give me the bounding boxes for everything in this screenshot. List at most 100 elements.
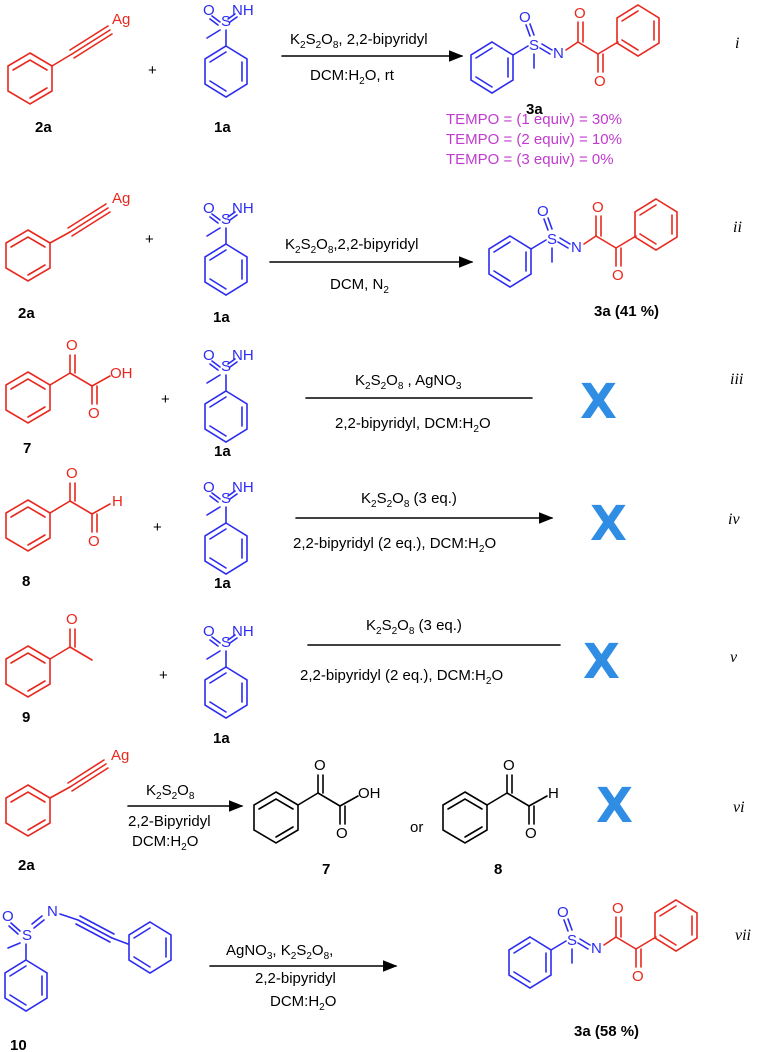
row-label-ii: ii xyxy=(733,219,742,236)
row-label-i: i xyxy=(735,35,739,52)
oxygen-label: O xyxy=(66,337,78,354)
condition-line-1-vii: AgNO3, K2S2O8, xyxy=(226,942,333,962)
oxygen-label: O xyxy=(314,757,326,774)
sulfur-label: S xyxy=(221,490,231,507)
silver-atom-label: Ag xyxy=(112,11,130,28)
imine-nh-label: NH xyxy=(232,347,254,364)
condition-top-iv: K2S2O8 (3 eq.) xyxy=(361,490,457,510)
nitrogen-label: N xyxy=(553,45,564,62)
compound-label-7: 7 xyxy=(23,440,31,457)
compound-label-8: 8 xyxy=(22,573,30,590)
oxygen-label: O xyxy=(525,825,537,842)
plus-sign: + xyxy=(145,231,154,248)
oxygen-label: O xyxy=(336,825,348,842)
row-i: Ag + O S NH K2S2O8, 2,2-bipyridyl DCM:H2… xyxy=(7,2,739,168)
silver-atom-label: Ag xyxy=(111,747,129,764)
hydroxyl-label: OH xyxy=(358,785,381,802)
sulfur-label: S xyxy=(529,37,539,54)
oxygen-label: O xyxy=(203,479,215,496)
compound-label-10: 10 xyxy=(10,1037,27,1052)
compound-label-2a: 2a xyxy=(35,119,52,136)
row-vi: Ag K2S2O8 2,2-Bipyridyl DCM:H2O O O OH o… xyxy=(5,747,745,878)
oxygen-label: O xyxy=(203,2,215,19)
condition-top-i: K2S2O8, 2,2-bipyridyl xyxy=(290,31,428,51)
condition-line-1-vi: K2S2O8 xyxy=(146,782,195,802)
hydroxyl-label: OH xyxy=(110,365,133,382)
oxygen-label: O xyxy=(2,908,14,925)
compound-label-1a: 1a xyxy=(214,575,231,592)
silver-phenylacetylide-2a: Ag xyxy=(5,190,130,282)
oxygen-label: O xyxy=(612,900,624,917)
plus-sign: + xyxy=(148,62,157,79)
silver-phenylacetylide-2a: Ag xyxy=(5,747,129,837)
condition-line-2-vi: 2,2-Bipyridyl xyxy=(128,813,211,830)
condition-line-3-vi: DCM:H2O xyxy=(132,833,198,853)
product-3a-vii: O S N O O xyxy=(508,899,698,989)
imine-nh-label: NH xyxy=(232,2,254,19)
oxygen-label: O xyxy=(537,203,549,220)
oxygen-label: O xyxy=(88,405,100,422)
oxygen-label: O xyxy=(66,611,78,628)
plus-sign: + xyxy=(153,519,162,536)
phenylglyoxylic-acid-7: O O OH xyxy=(5,337,133,424)
silver-atom-label: Ag xyxy=(112,190,130,207)
oxygen-label: O xyxy=(203,347,215,364)
imine-nh-label: NH xyxy=(232,623,254,640)
condition-bottom-i: DCM:H2O, rt xyxy=(310,67,395,87)
sulfur-label: S xyxy=(547,231,557,248)
oxygen-label: O xyxy=(66,465,78,482)
oxygen-label: O xyxy=(592,199,604,216)
no-reaction-mark: X xyxy=(596,778,633,834)
tempo-note-2: TEMPO = (2 equiv) = 10% xyxy=(446,131,622,148)
aldehyde-h-label: H xyxy=(548,785,559,802)
oxygen-label: O xyxy=(574,5,586,22)
compound-label-3a: 3a xyxy=(526,101,543,118)
row-label-iv: iv xyxy=(728,511,740,528)
row-iii: O O OH + O S NH K2S2O8 , AgNO3 2,2-bipyr xyxy=(5,337,743,460)
condition-top-iii: K2S2O8 , AgNO3 xyxy=(355,372,462,392)
silver-phenylacetylide-2a: Ag xyxy=(7,11,130,105)
tempo-note-1: TEMPO = (1 equiv) = 30% xyxy=(446,111,622,128)
nitrogen-label: N xyxy=(591,940,602,957)
row-label-v: v xyxy=(730,649,738,666)
product-7-vi: O O OH xyxy=(253,757,381,844)
phenylglyoxal-8: O O H xyxy=(5,465,123,552)
compound-label-1a: 1a xyxy=(214,119,231,136)
acetophenone-9: O xyxy=(5,611,93,698)
plus-sign: + xyxy=(161,391,170,408)
or-text: or xyxy=(410,819,423,836)
compound-label-1a: 1a xyxy=(213,730,230,747)
condition-line-2-vii: 2,2-bipyridyl xyxy=(255,970,336,987)
condition-bottom-iii: 2,2-bipyridyl, DCM:H2O xyxy=(335,415,491,435)
oxygen-label: O xyxy=(557,904,569,921)
sulfur-label: S xyxy=(221,634,231,651)
oxygen-label: O xyxy=(203,623,215,640)
row-ii: Ag + O S NH K2S2O8,2,2-bipyridyl DCM, N2 xyxy=(5,190,742,326)
compound-label-2a: 2a xyxy=(18,857,35,874)
sulfur-label: S xyxy=(221,13,231,30)
compound-label-2a: 2a xyxy=(18,305,35,322)
no-reaction-mark: X xyxy=(580,374,617,430)
condition-bottom-iv: 2,2-bipyridyl (2 eq.), DCM:H2O xyxy=(293,535,496,555)
oxygen-label: O xyxy=(594,73,606,90)
row-vii: O S N AgNO3, K2S2O8, 2,2-bipyridyl xyxy=(2,899,751,1052)
condition-top-ii: K2S2O8,2,2-bipyridyl xyxy=(285,236,418,256)
product-3a-ii: O S N O O xyxy=(488,198,678,288)
sulfur-label: S xyxy=(22,927,32,944)
sulfur-label: S xyxy=(221,211,231,228)
compound-label-1a: 1a xyxy=(213,309,230,326)
row-iv: O O H + O S NH K2S2O8 (3 eq.) 2,2-bipyri xyxy=(5,465,740,592)
ynamide-10: O S N xyxy=(2,903,172,1012)
product-8-vi: O O H xyxy=(442,757,559,844)
condition-bottom-ii: DCM, N2 xyxy=(330,276,389,296)
plus-sign: + xyxy=(159,667,168,684)
compound-label-3a-yield: 3a (41 %) xyxy=(594,303,659,320)
compound-label-3a-yield: 3a (58 %) xyxy=(574,1023,639,1040)
row-label-vi: vi xyxy=(733,799,745,816)
nitrogen-label: N xyxy=(47,903,58,920)
compound-label-1a: 1a xyxy=(214,443,231,460)
oxygen-label: O xyxy=(519,9,531,26)
sulfoximine-1a: O S NH xyxy=(203,479,254,575)
aldehyde-h-label: H xyxy=(112,493,123,510)
row-v: O + O S NH K2S2O8 (3 eq.) 2,2-bipyridyl … xyxy=(5,611,738,747)
